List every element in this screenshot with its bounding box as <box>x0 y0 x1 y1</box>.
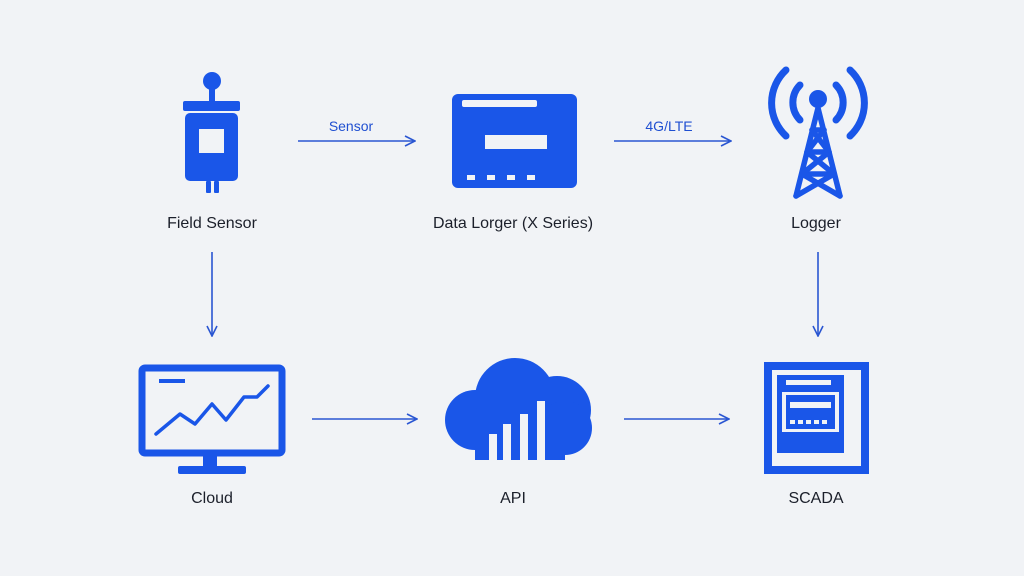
edge-label-4g-lte: 4G/LTE <box>645 118 693 134</box>
node-label-field-sensor: Field Sensor <box>167 215 257 232</box>
node-label-cloud: Cloud <box>191 490 233 507</box>
data-logger-icon <box>452 94 577 188</box>
scada-cabinet-icon <box>764 362 869 474</box>
node-label-data-logger: Data Lorger (X Series) <box>432 215 594 232</box>
monitor-chart-icon <box>138 364 286 474</box>
sensor-icon <box>183 72 240 193</box>
cloud-chart-icon <box>445 358 592 460</box>
node-label-logger: Logger <box>791 215 841 232</box>
node-label-scada: SCADA <box>788 490 844 507</box>
edge-label-sensor: Sensor <box>328 118 374 134</box>
node-label-api: API <box>500 490 526 507</box>
cell-tower-icon <box>768 66 868 199</box>
